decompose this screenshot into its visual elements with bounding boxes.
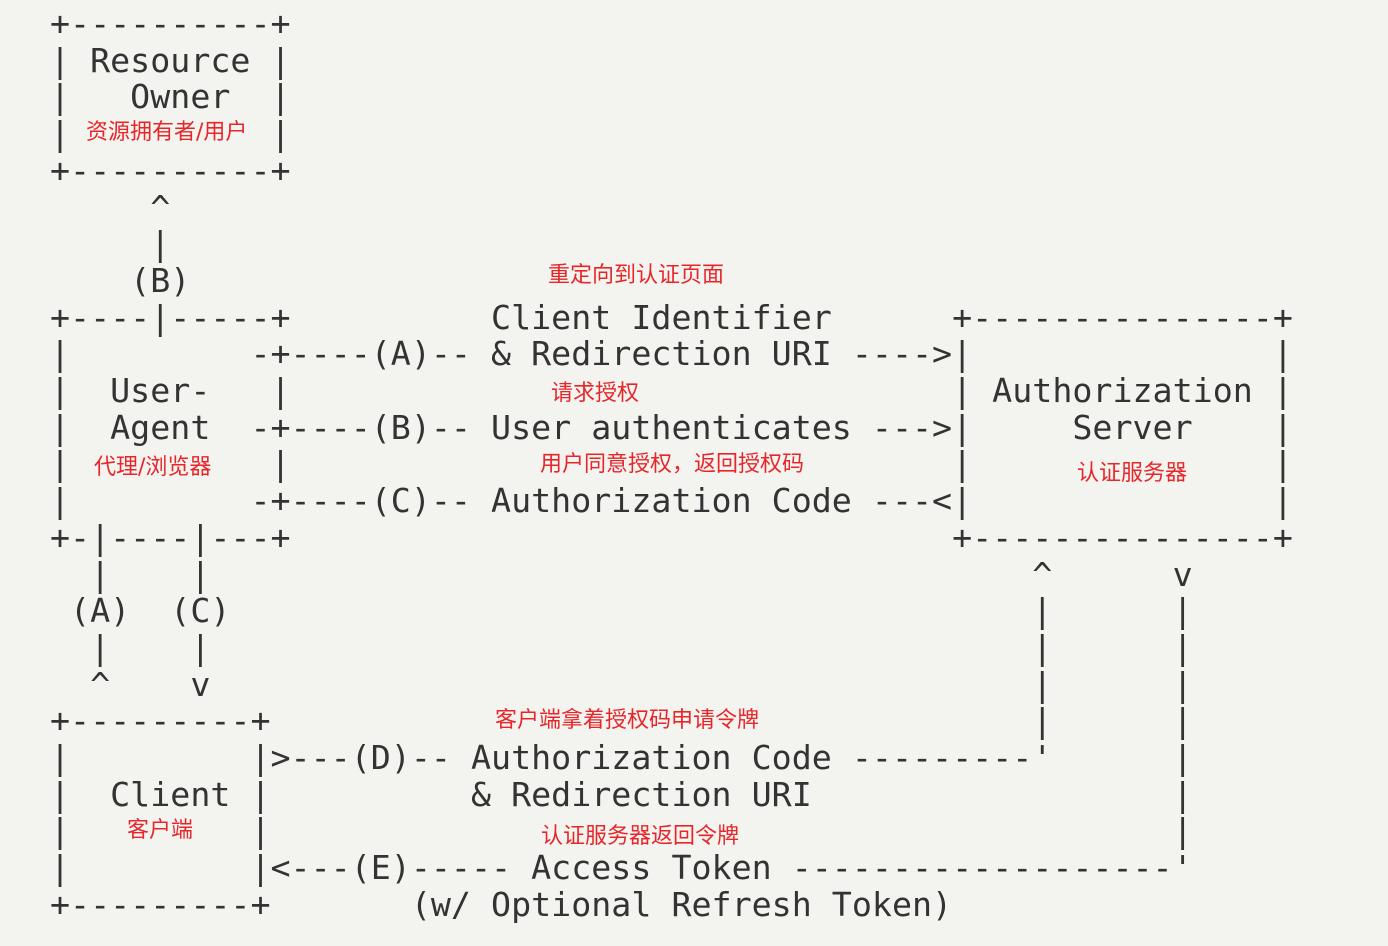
ascii-line: | Owner | (50, 77, 291, 117)
ascii-line: +---------+ | | (50, 701, 1193, 741)
ascii-line: | Resource | (50, 40, 291, 80)
ascii-line: | |<---(E)----- Access Token -----------… (50, 848, 1193, 888)
ascii-line: | | | | (50, 627, 1193, 667)
ascii-line: | |>---(D)-- Authorization Code --------… (50, 738, 1193, 778)
ascii-line: ^ (50, 187, 171, 227)
ascii-line: +---------+ (w/ Optional Refresh Token) (50, 884, 953, 924)
agree-annotation: 用户同意授权，返回授权码 (540, 452, 805, 477)
oauth-flow-ascii-diagram: +----------+ | Resource | | Owner | | | … (50, 4, 1293, 924)
ascii-line: +----------+ (50, 150, 291, 190)
ascii-line: | -+----(A)-- & Redirection URI ---->| | (50, 334, 1293, 374)
ascii-line: (B) (50, 260, 191, 300)
server-return-token-annotation: 认证服务器返回令牌 (541, 824, 740, 849)
ascii-line: | (50, 224, 171, 264)
ascii-line: | | | (50, 811, 1193, 851)
ascii-line: +----------+ (50, 4, 291, 43)
redirect-annotation: 重定向到认证页面 (548, 263, 725, 288)
resource-owner-annotation: 资源拥有者/用户 (86, 120, 248, 145)
ascii-line: | | ^ v (50, 554, 1193, 594)
request-auth-annotation: 请求授权 (551, 381, 640, 406)
user-agent-annotation: 代理/浏览器 (94, 455, 212, 480)
ascii-line: | Agent -+----(B)-- User authenticates -… (50, 407, 1293, 447)
auth-server-annotation: 认证服务器 (1077, 461, 1188, 486)
ascii-line: | Client | & Redirection URI | (50, 774, 1193, 814)
ascii-line: | User- | | Authorization | (50, 371, 1293, 411)
client-request-token-annotation: 客户端拿着授权码申请令牌 (495, 708, 760, 733)
ascii-line: | | (50, 114, 291, 154)
ascii-line: ^ v | | (50, 664, 1193, 704)
ascii-line: | | | | (50, 444, 1293, 484)
client-annotation: 客户端 (127, 818, 194, 843)
ascii-line: (A) (C) | | (50, 591, 1193, 631)
ascii-line: +-|----|---+ +---------------+ (50, 517, 1293, 557)
ascii-line: | -+----(C)-- Authorization Code ---<| | (50, 481, 1293, 521)
ascii-line: +----|-----+ Client Identifier +--------… (50, 297, 1293, 337)
